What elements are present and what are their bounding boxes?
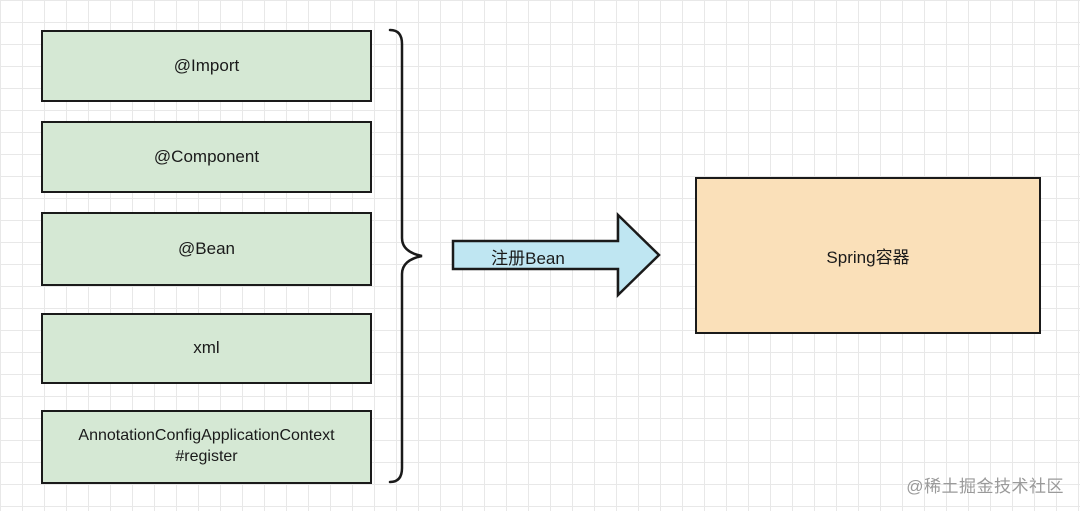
source-label-import: @Import [173, 55, 240, 75]
source-box-component: @Component [41, 121, 372, 193]
source-box-register: AnnotationConfigApplicationContext #regi… [41, 410, 372, 484]
curly-brace [388, 28, 423, 484]
source-label-xml: xml [193, 338, 220, 358]
source-box-bean: @Bean [41, 212, 372, 286]
source-box-xml: xml [41, 313, 372, 384]
register-arrow [451, 212, 661, 298]
source-label-register: AnnotationConfigApplicationContext #regi… [78, 427, 335, 465]
source-label-component: @Component [153, 146, 260, 166]
arrow-label: 注册Bean [491, 248, 565, 268]
source-box-import: @Import [41, 30, 372, 102]
source-label-bean: @Bean [178, 238, 235, 258]
spring-container-box: Spring容器 [695, 177, 1041, 334]
watermark: @稀土掘金技术社区 [906, 477, 1064, 496]
container-label: Spring容器 [826, 248, 910, 267]
